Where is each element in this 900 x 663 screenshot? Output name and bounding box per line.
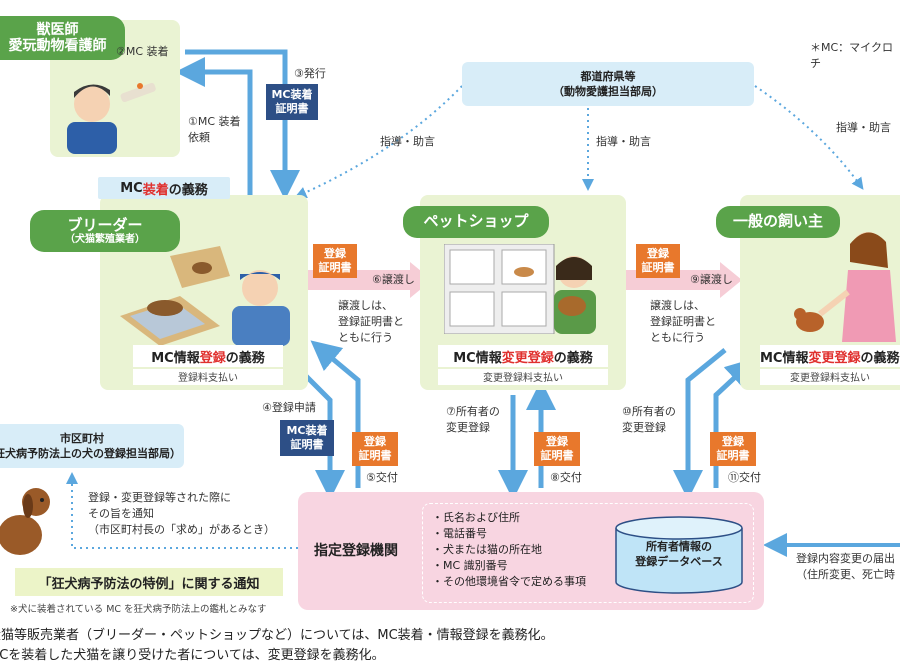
arrow-register-issue bbox=[310, 340, 361, 488]
registry-items: ・氏名および住所 ・電話番号 ・犬または猫の所在地 ・MC 識別番号 ・その他環… bbox=[432, 510, 586, 590]
arrow-owner-change bbox=[673, 348, 727, 500]
vet-title: 獣医師 愛玩動物看護師 bbox=[0, 16, 125, 60]
registry-item: ・犬または猫の所在地 bbox=[432, 542, 542, 556]
notify-text: 登録・変更登録等された際に その旨を通知 （市区町村長の「求め」があるとき） bbox=[88, 491, 275, 536]
step-6-label: ⑥譲渡し bbox=[372, 273, 415, 286]
change-report: 登録内容変更の届出 （住所変更、死亡時 bbox=[796, 552, 895, 581]
arrow-mc-issue bbox=[185, 49, 300, 200]
guidance-label-right: 指導・助言 bbox=[836, 121, 891, 134]
reg-cert-tag-5: 登録 証明書 bbox=[710, 432, 756, 466]
step-5-label: ⑤交付 bbox=[366, 471, 398, 484]
dog-illustration bbox=[0, 480, 60, 560]
reg-cert-tag-1: 登録 証明書 bbox=[313, 244, 357, 278]
step-4-label: ④登録申請 bbox=[262, 401, 316, 414]
registry-item: ・MC 識別番号 bbox=[432, 558, 508, 572]
registry-item: ・その他環境省令で定める事項 bbox=[432, 574, 586, 588]
guidance-label-center: 指導・助言 bbox=[596, 135, 651, 148]
registry-name: 指定登録機関 bbox=[314, 543, 398, 559]
mc-cert-tag-top: MC装着 証明書 bbox=[266, 84, 318, 120]
breeder-illustration bbox=[110, 246, 300, 346]
owner-info-duty: MC情報変更登録の義務 bbox=[760, 345, 900, 367]
transfer-note-2: 譲渡しは、 登録証明書と ともに行う bbox=[650, 299, 716, 344]
special-notice: 「狂犬病予防法の特例」に関する通知 bbox=[15, 568, 283, 596]
owner-fee: 変更登録料支払い bbox=[760, 369, 900, 385]
vet-illustration bbox=[62, 66, 162, 154]
step-10-label: ⑩所有者の 変更登録 bbox=[622, 405, 676, 434]
breeder-label: ブリーダー （犬猫繁殖業者） bbox=[30, 210, 180, 252]
breeder-name: ブリーダー bbox=[67, 215, 143, 234]
bottom-line-2: MCを装着した犬猫を譲り受けた者については、変更登録を義務化。 bbox=[0, 648, 385, 663]
registry-item: ・電話番号 bbox=[432, 526, 487, 540]
step-7-label: ⑦所有者の 変更登録 bbox=[446, 405, 500, 434]
registry-items-box bbox=[422, 503, 754, 603]
prefecture-box: 都道府県等 （動物愛護担当部局） bbox=[462, 62, 754, 106]
breeder-info-duty: MC情報登録の義務 bbox=[133, 345, 283, 367]
registry-item: ・氏名および住所 bbox=[432, 511, 520, 524]
petshop-label: ペットショップ bbox=[403, 206, 549, 238]
step-9-label: ⑨譲渡し bbox=[690, 273, 733, 286]
step-1-label: ①MC 装着 依頼 bbox=[188, 115, 241, 144]
step-11-label: ⑪交付 bbox=[728, 471, 761, 484]
breeder-fee: 登録料支払い bbox=[133, 369, 283, 385]
bottom-line-1: 犬猫等販売業者（ブリーダー・ペットショップなど）については、MC装着・情報登録を… bbox=[0, 628, 554, 643]
mc-note: ＊MC：マイクロチ bbox=[810, 41, 893, 70]
mc-cert-tag-bottom: MC装着 証明書 bbox=[280, 420, 334, 456]
step-8-label: ⑧交付 bbox=[550, 471, 582, 484]
reg-cert-tag-4: 登録 証明書 bbox=[534, 432, 580, 466]
special-footnote: ※犬に装着されている MC を狂犬病予防法上の鑑札とみなす bbox=[10, 604, 267, 615]
municipality-box: 市区町村 （狂犬病予防法上の犬の登録担当部局） bbox=[0, 424, 184, 468]
database-label: 所有者情報の 登録データベース bbox=[635, 540, 723, 568]
arrow-register-apply bbox=[303, 373, 345, 500]
petshop-info-duty: MC情報変更登録の義務 bbox=[438, 345, 608, 367]
step-3-label: ③発行 bbox=[294, 67, 326, 80]
owner-label: 一般の飼い主 bbox=[716, 206, 840, 238]
breeder-sub: （犬猫繁殖業者） bbox=[65, 233, 145, 245]
arrow-mc-request bbox=[175, 57, 253, 195]
step-2-label: ②MC 装着 bbox=[116, 45, 169, 58]
guidance-label-left: 指導・助言 bbox=[380, 135, 435, 148]
petshop-illustration bbox=[444, 244, 614, 334]
reg-cert-tag-2: 登録 証明書 bbox=[636, 244, 680, 278]
petshop-fee: 変更登録料支払い bbox=[438, 369, 608, 385]
database-cylinder bbox=[614, 516, 744, 594]
transfer-note-1: 譲渡しは、 登録証明書と ともに行う bbox=[338, 299, 404, 344]
owner-illustration bbox=[790, 222, 900, 342]
reg-cert-tag-3: 登録 証明書 bbox=[352, 432, 398, 466]
